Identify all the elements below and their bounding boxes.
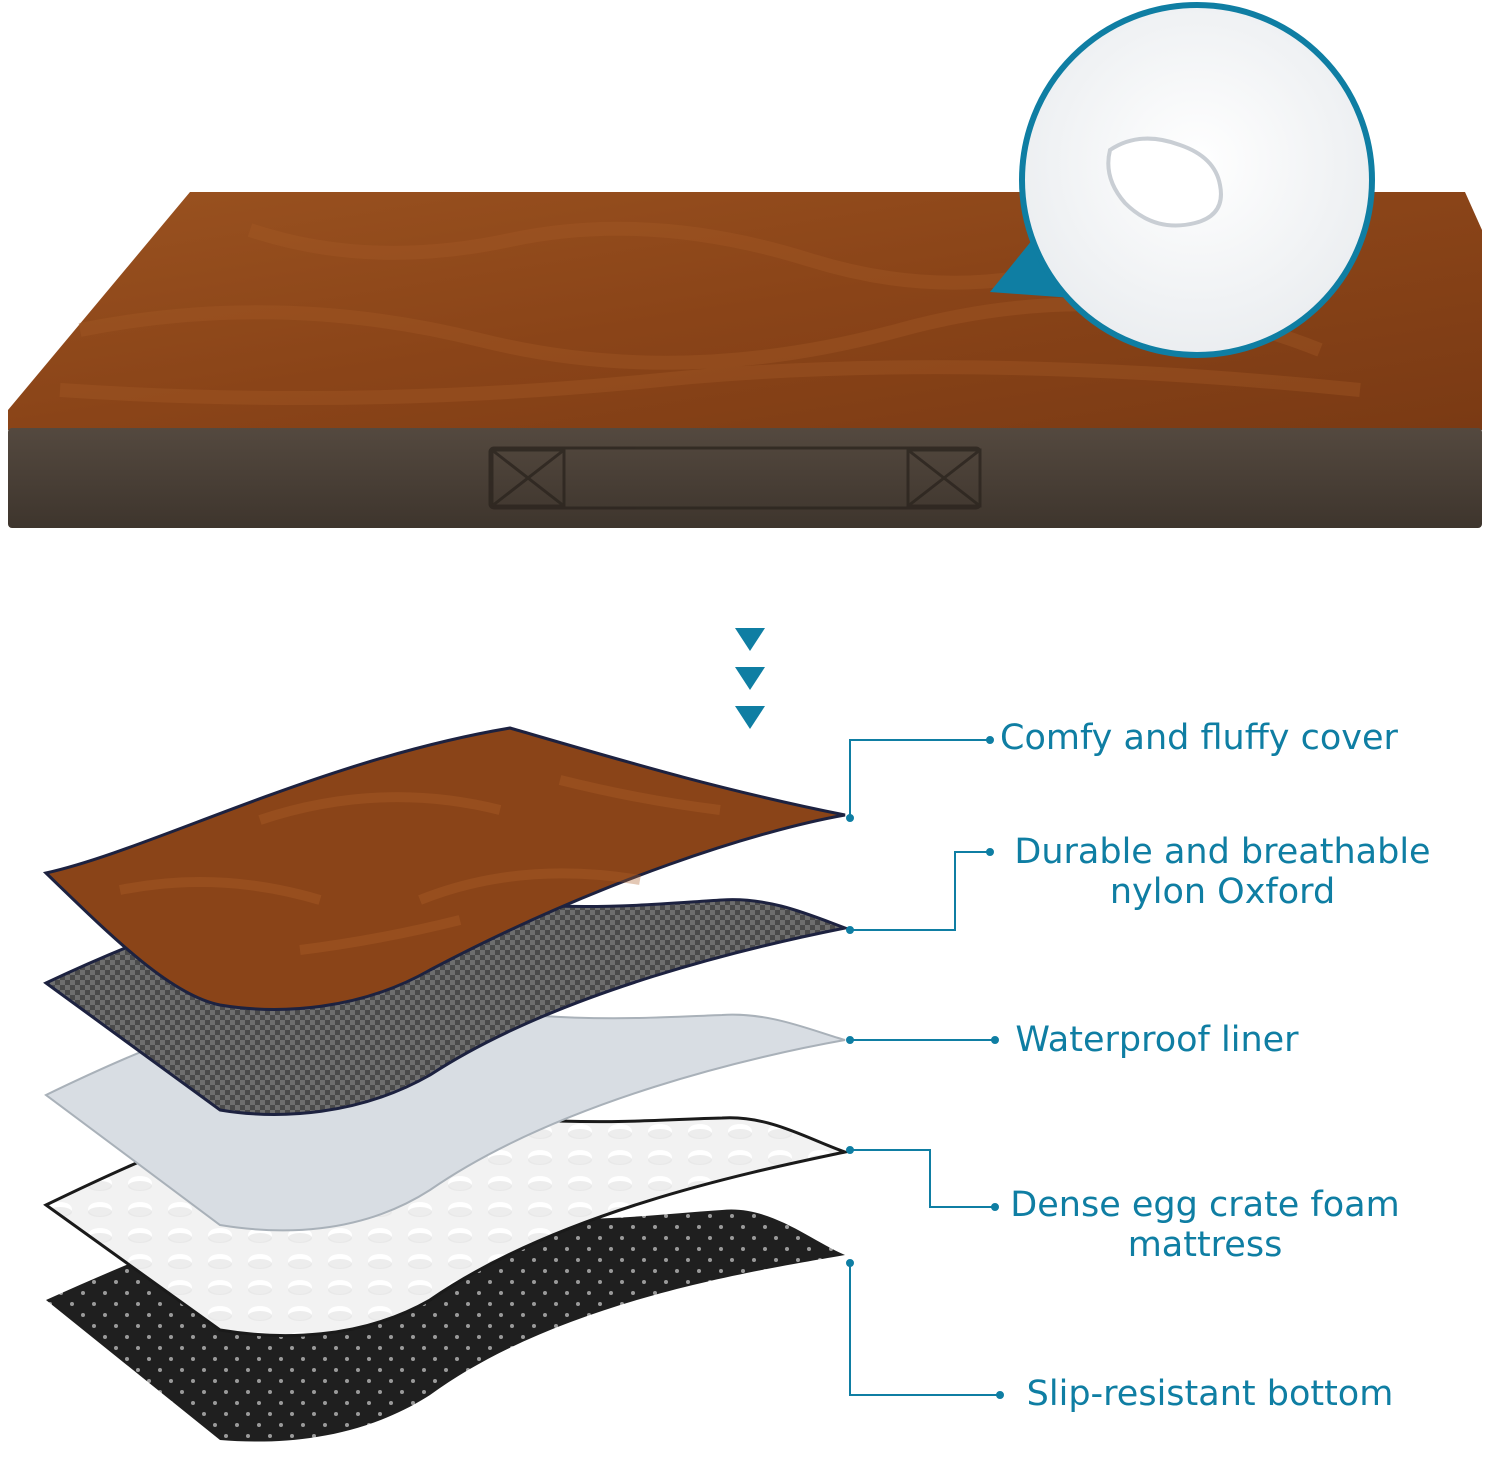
label-waterproof-liner-line-1: Waterproof liner [1015, 1020, 1299, 1060]
label-waterproof-liner: Waterproof liner [1002, 1020, 1312, 1060]
label-fluffy-cover-line-1: Comfy and fluffy cover [1000, 718, 1398, 758]
layer-fluffy-cover [42, 726, 846, 1011]
label-fluffy-cover: Comfy and fluffy cover [1000, 718, 1398, 758]
label-connectors [846, 736, 1004, 1399]
label-egg-crate-foam: Dense egg crate foam mattress [1000, 1185, 1410, 1265]
label-slip-resistant-bottom-line-1: Slip-resistant bottom [1026, 1374, 1394, 1414]
waterproof-droplet-zoom-icon [990, 2, 1375, 358]
label-nylon-oxford: Durable and breathable nylon Oxford [995, 832, 1450, 912]
triple-down-arrow-icon [735, 628, 765, 729]
label-egg-crate-foam-line-2: mattress [1127, 1225, 1283, 1265]
label-egg-crate-foam-line-1: Dense egg crate foam [1010, 1185, 1400, 1225]
label-nylon-oxford-line-1: Durable and breathable [1014, 832, 1431, 872]
label-slip-resistant-bottom: Slip-resistant bottom [1005, 1374, 1415, 1414]
label-nylon-oxford-line-2: nylon Oxford [1109, 872, 1336, 912]
cover-fur-texture [119, 775, 721, 955]
handle-strap [488, 446, 982, 510]
mattress-side-edge [8, 428, 1482, 528]
